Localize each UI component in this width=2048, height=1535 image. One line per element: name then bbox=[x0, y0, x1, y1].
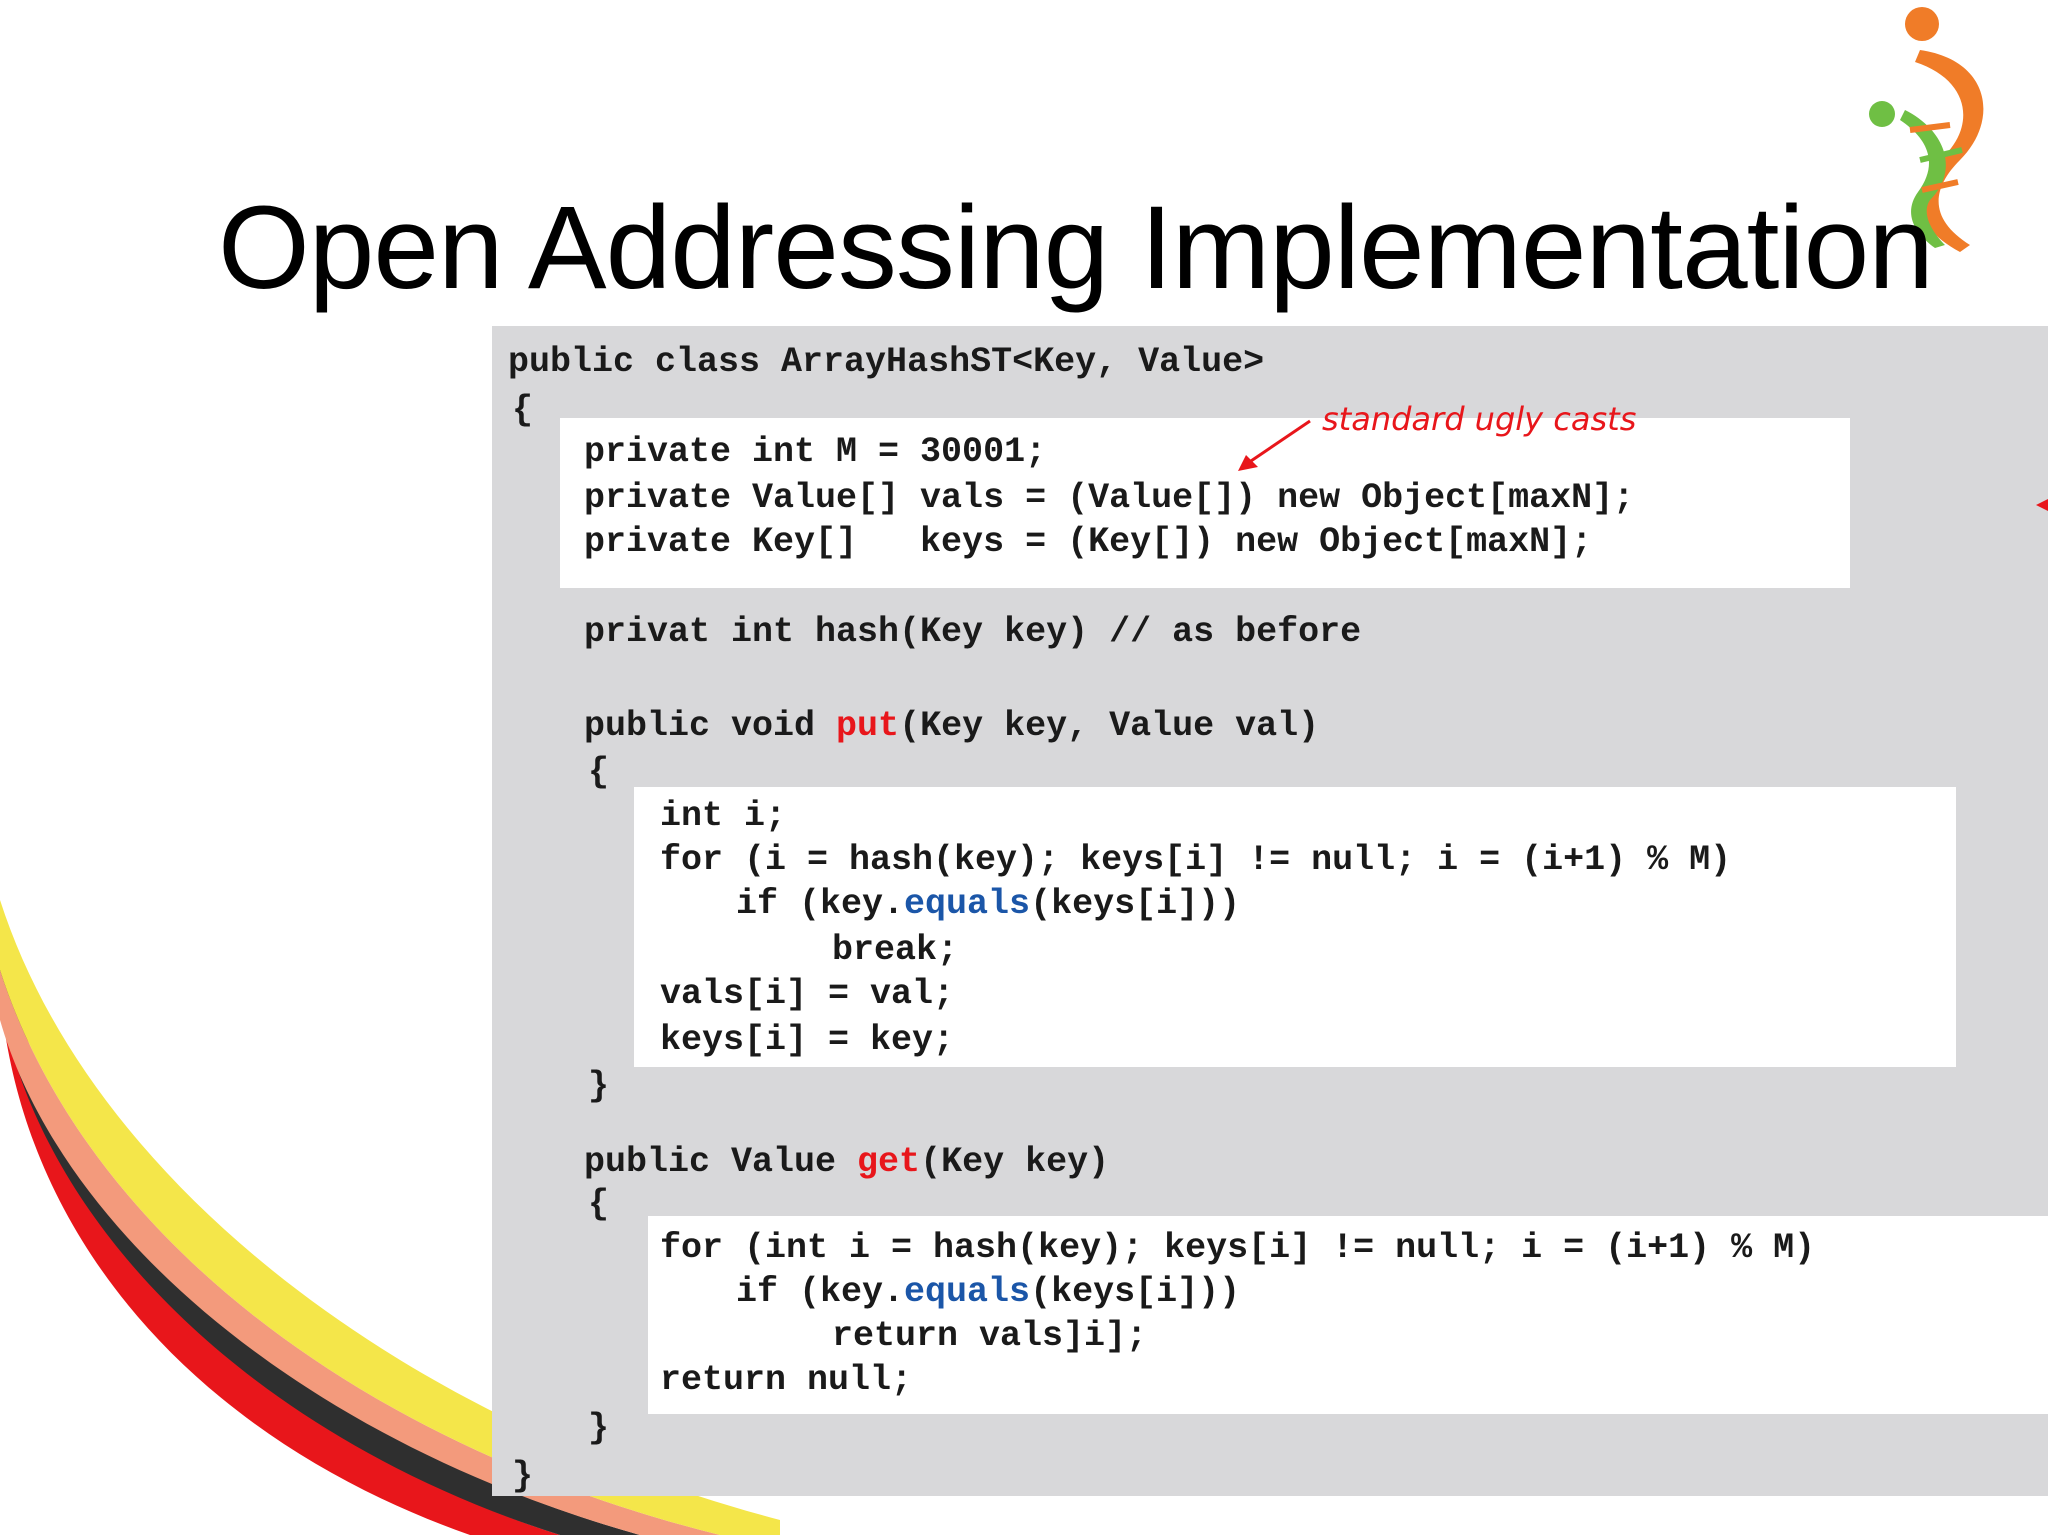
get-method-name: get bbox=[857, 1142, 921, 1182]
code-line-get-close: } bbox=[588, 1408, 610, 1448]
code-token: if (key. bbox=[736, 1272, 905, 1312]
code-token: public void bbox=[584, 706, 837, 746]
code-line-class-close: } bbox=[512, 1456, 534, 1496]
code-line-hash: privat int hash(Key key) // as before bbox=[584, 612, 1362, 652]
code-token: (Key key) bbox=[920, 1142, 1110, 1182]
code-line-put-if: if (key.equals(keys[i])) bbox=[736, 882, 1240, 926]
code-line-keys-assign: keys[i] = key; bbox=[660, 1020, 955, 1060]
code-line-field-m: private int M = 30001; bbox=[584, 432, 1047, 472]
code-line-return-null: return null; bbox=[660, 1360, 913, 1400]
equals-method: equals bbox=[904, 884, 1031, 924]
code-line-return-vals: return vals]i]; bbox=[832, 1316, 1148, 1356]
code-line-open-brace: { bbox=[512, 390, 534, 430]
get-body-code-box bbox=[648, 1216, 2048, 1414]
code-line-vals-assign: vals[i] = val; bbox=[660, 974, 955, 1014]
code-token: if (key. bbox=[736, 884, 905, 924]
code-line-class-decl: public class ArrayHashST<Key, Value> bbox=[508, 342, 1265, 382]
code-line-put-for: for (i = hash(key); keys[i] != null; i =… bbox=[660, 840, 1732, 880]
equals-method: equals bbox=[904, 1272, 1031, 1312]
decorative-swoosh bbox=[0, 900, 780, 1535]
put-body-code-box bbox=[634, 787, 1956, 1067]
code-line-get-decl: public Value get(Key key) bbox=[584, 1140, 1109, 1184]
fields-code-box bbox=[560, 418, 1850, 588]
slide-title: Open Addressing Implementation bbox=[218, 182, 1934, 314]
code-line-break: break; bbox=[832, 930, 959, 970]
code-line-put-decl: public void put(Key key, Value val) bbox=[584, 704, 1319, 748]
code-line-field-vals: private Value[] vals = (Value[]) new Obj… bbox=[584, 478, 1635, 518]
annotation-label: standard ugly casts bbox=[1322, 400, 1637, 438]
dna-figure-logo bbox=[1869, 7, 1984, 252]
code-line-get-if: if (key.equals(keys[i])) bbox=[736, 1270, 1240, 1314]
code-token: (keys[i])) bbox=[1030, 884, 1241, 924]
edge-arrow-tip bbox=[2036, 499, 2048, 511]
code-line-get-for: for (int i = hash(key); keys[i] != null;… bbox=[660, 1228, 1816, 1268]
code-line-put-open: { bbox=[588, 752, 610, 792]
code-line-int-i: int i; bbox=[660, 796, 787, 836]
code-token: public Value bbox=[584, 1142, 858, 1182]
annotation-arrow bbox=[1238, 419, 1311, 471]
code-token: (Key key, Value val) bbox=[899, 706, 1320, 746]
code-line-get-open: { bbox=[588, 1184, 610, 1224]
put-method-name: put bbox=[836, 706, 900, 746]
code-token: (keys[i])) bbox=[1030, 1272, 1241, 1312]
code-line-put-close: } bbox=[588, 1066, 610, 1106]
code-line-field-keys: private Key[] keys = (Key[]) new Object[… bbox=[584, 522, 1593, 562]
